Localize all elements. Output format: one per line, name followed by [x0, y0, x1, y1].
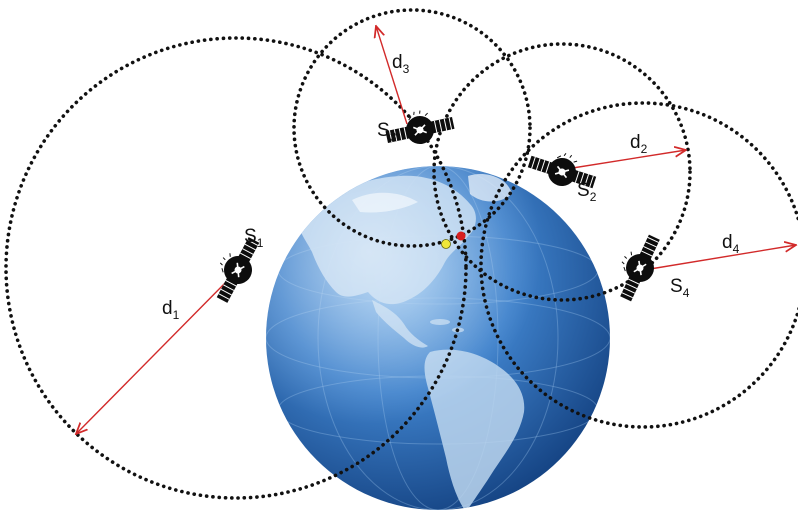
distance-label-d4: d4 [722, 232, 740, 256]
range-circle-s3 [292, 8, 532, 248]
distance-label-d1: d1 [162, 298, 180, 322]
satellite-label-s1: S1 [244, 226, 264, 250]
range-circle-s1 [4, 36, 468, 500]
satellite-label-s3: S3 [377, 120, 397, 144]
satellite-s4 [607, 228, 668, 306]
distance-arrow-d3 [376, 26, 408, 125]
satellite-label-s2: S2 [577, 180, 597, 204]
satellite-icon [607, 228, 668, 306]
distance-arrow-d4 [643, 245, 796, 271]
distance-label-d3: d3 [392, 52, 410, 76]
distance-arrow-d2 [559, 150, 686, 171]
distance-arrow-d1 [76, 275, 233, 434]
satellite-label-s4: S4 [670, 276, 690, 300]
target-point [456, 231, 466, 241]
range-circle-s2 [432, 42, 692, 302]
receiver-point [441, 239, 451, 249]
distance-label-d2: d2 [630, 132, 648, 156]
range-circle-s4 [479, 101, 798, 429]
range-circles [4, 8, 798, 500]
distance-arrows [76, 26, 796, 434]
earth-globe-icon [266, 166, 610, 510]
